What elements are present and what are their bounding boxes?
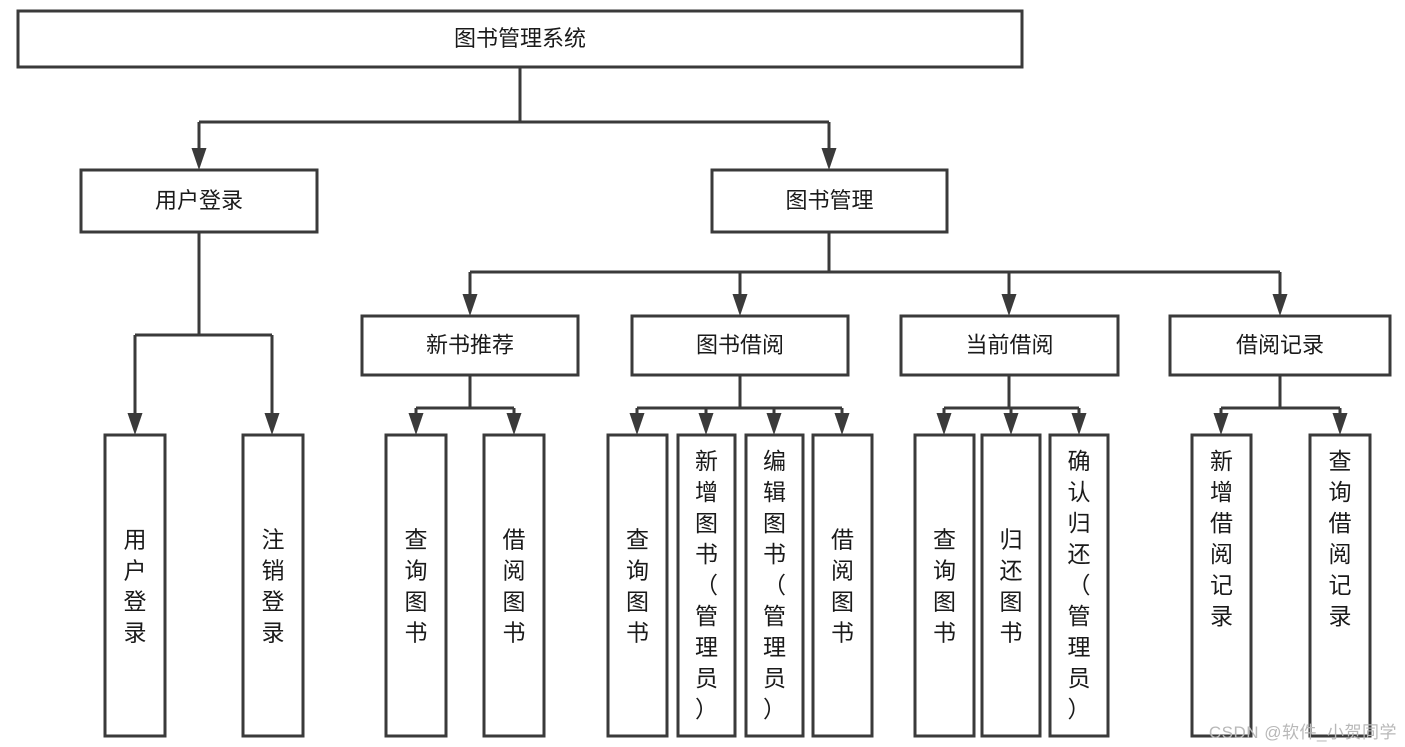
node-leaf-1-label: 注销登录 [262, 527, 285, 646]
node-level3-3[interactable]: 借阅记录 [1168, 314, 1392, 377]
node-leaf-7[interactable]: 借阅图书 [811, 433, 874, 738]
node-level2-0-label: 用户登录 [155, 188, 243, 213]
root-arrow-1-head [821, 148, 837, 170]
node-leaf-9-label: 归还图书 [1000, 527, 1023, 646]
node-layer: 图书管理系统用户登录图书管理新书推荐图书借阅当前借阅借阅记录用户登录注销登录查询… [16, 9, 1392, 738]
node-root-rect[interactable] [16, 9, 1024, 69]
login-arrow-1-head [264, 413, 280, 435]
node-leaf-4[interactable]: 查询图书 [606, 433, 669, 738]
node-leaf-1-rect[interactable] [241, 433, 305, 738]
node-leaf-8[interactable]: 查询图书 [913, 433, 976, 738]
connector-layer [127, 67, 1348, 435]
node-leaf-12-label: 查询借阅记录 [1329, 448, 1352, 629]
node-leaf-7-rect[interactable] [811, 433, 874, 738]
branch-0-arrow-1-head [506, 413, 522, 435]
node-leaf-11[interactable]: 新增借阅记录 [1190, 433, 1253, 738]
login-arrow-0-head [127, 413, 143, 435]
node-root-label: 图书管理系统 [454, 26, 586, 51]
node-leaf-7-label: 借阅图书 [831, 527, 854, 646]
node-level3-3-label: 借阅记录 [1236, 332, 1324, 357]
branch-1-arrow-2-head [766, 413, 782, 435]
node-level3-0-rect[interactable] [360, 314, 580, 377]
node-leaf-12-rect[interactable] [1308, 433, 1372, 738]
branch-2-arrow-2-head [1071, 413, 1087, 435]
node-level2-1[interactable]: 图书管理 [710, 168, 949, 234]
node-leaf-12[interactable]: 查询借阅记录 [1308, 433, 1372, 738]
node-level3-2[interactable]: 当前借阅 [899, 314, 1120, 377]
node-leaf-2-label: 查询图书 [405, 527, 428, 646]
node-leaf-2-rect[interactable] [384, 433, 448, 738]
node-level3-1-rect[interactable] [630, 314, 850, 377]
manage-arrow-2-head [1001, 294, 1017, 316]
node-leaf-6-rect[interactable] [744, 433, 805, 738]
node-leaf-0-rect[interactable] [103, 433, 167, 738]
node-leaf-5[interactable]: 新增图书（管理员） [676, 433, 737, 738]
root-arrow-0-head [191, 148, 207, 170]
node-level3-0-label: 新书推荐 [426, 332, 514, 357]
node-level2-1-label: 图书管理 [785, 188, 873, 213]
node-level3-1-label: 图书借阅 [696, 332, 784, 357]
node-leaf-4-rect[interactable] [606, 433, 669, 738]
node-level2-0-rect[interactable] [79, 168, 319, 234]
node-leaf-6[interactable]: 编辑图书（管理员） [744, 433, 805, 738]
branch-0-arrow-0-head [408, 413, 424, 435]
node-level2-1-rect[interactable] [710, 168, 949, 234]
csdn-watermark: CSDN @软件_小贺同学 [1208, 723, 1397, 742]
node-leaf-9[interactable]: 归还图书 [980, 433, 1042, 738]
branch-1-arrow-3-head [834, 413, 850, 435]
node-leaf-2[interactable]: 查询图书 [384, 433, 448, 738]
node-leaf-10-label: 确认归还（管理员） [1068, 448, 1091, 722]
node-leaf-9-rect[interactable] [980, 433, 1042, 738]
node-leaf-11-rect[interactable] [1190, 433, 1253, 738]
node-leaf-8-label: 查询图书 [933, 527, 956, 646]
branch-3-arrow-1-head [1332, 413, 1348, 435]
node-level3-2-rect[interactable] [899, 314, 1120, 377]
node-leaf-3-label: 借阅图书 [503, 527, 526, 646]
branch-2-arrow-0-head [936, 413, 952, 435]
node-leaf-5-label: 新增图书（管理员） [695, 448, 718, 722]
node-leaf-0-label: 用户登录 [124, 527, 147, 646]
node-leaf-0[interactable]: 用户登录 [103, 433, 167, 738]
node-leaf-10[interactable]: 确认归还（管理员） [1048, 433, 1110, 738]
branch-1-arrow-1-head [698, 413, 714, 435]
node-leaf-3-rect[interactable] [482, 433, 546, 738]
manage-arrow-0-head [462, 294, 478, 316]
node-level3-1[interactable]: 图书借阅 [630, 314, 850, 377]
node-leaf-1[interactable]: 注销登录 [241, 433, 305, 738]
node-level2-0[interactable]: 用户登录 [79, 168, 319, 234]
node-leaf-4-label: 查询图书 [626, 527, 649, 646]
node-leaf-11-label: 新增借阅记录 [1210, 448, 1233, 629]
node-level3-2-label: 当前借阅 [965, 332, 1053, 357]
node-leaf-3[interactable]: 借阅图书 [482, 433, 546, 738]
node-leaf-5-rect[interactable] [676, 433, 737, 738]
node-level3-3-rect[interactable] [1168, 314, 1392, 377]
node-leaf-6-label: 编辑图书（管理员） [763, 448, 786, 722]
node-leaf-8-rect[interactable] [913, 433, 976, 738]
branch-3-arrow-0-head [1213, 413, 1229, 435]
manage-arrow-3-head [1272, 294, 1288, 316]
node-root[interactable]: 图书管理系统 [16, 9, 1024, 69]
node-leaf-10-rect[interactable] [1048, 433, 1110, 738]
manage-arrow-1-head [732, 294, 748, 316]
node-level3-0[interactable]: 新书推荐 [360, 314, 580, 377]
branch-2-arrow-1-head [1003, 413, 1019, 435]
branch-1-arrow-0-head [629, 413, 645, 435]
